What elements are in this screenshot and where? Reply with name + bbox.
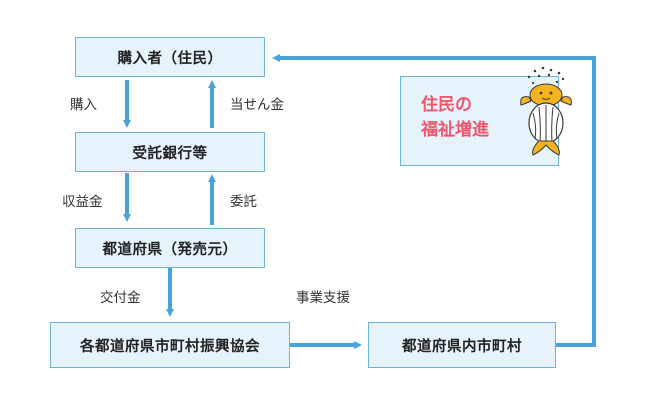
- node-association: 各都道府県市町村振興協会: [50, 322, 290, 368]
- node-buyer: 購入者（住民）: [75, 37, 265, 77]
- node-bank: 受託銀行等: [75, 132, 265, 172]
- label-winnings: 当せん金: [230, 97, 284, 113]
- arrow-return-to-buyer: [272, 54, 596, 347]
- node-municipalities: 都道府県内市町村: [368, 322, 556, 368]
- label-proceeds: 収益金: [62, 194, 103, 210]
- mascot-character-icon: [520, 66, 572, 156]
- label-grant: 交付金: [100, 290, 141, 306]
- label-project-support: 事業支援: [296, 290, 350, 306]
- welfare-text: 住民の 福祉増進: [421, 95, 489, 140]
- node-prefecture: 都道府県（発売元）: [75, 228, 265, 268]
- label-purchase: 購入: [70, 97, 97, 113]
- label-consignment: 委託: [230, 194, 257, 210]
- welfare-panel: 住民の 福祉増進: [400, 66, 572, 166]
